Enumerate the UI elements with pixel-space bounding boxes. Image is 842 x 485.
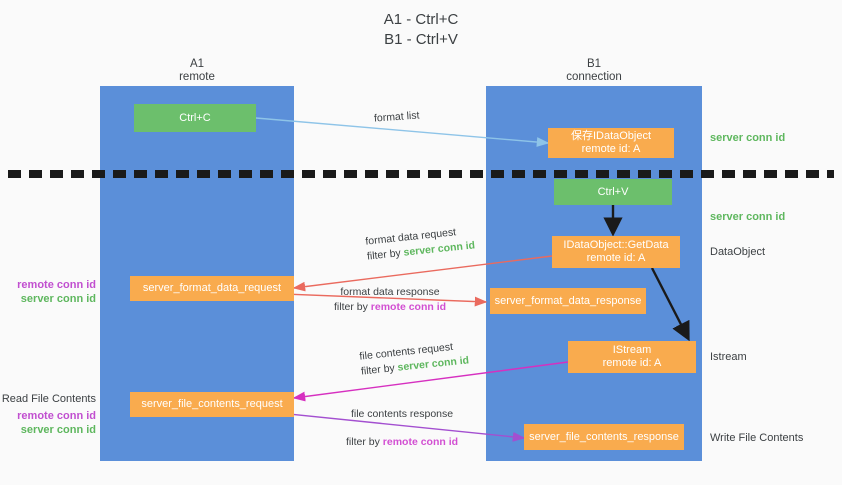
- right-label-data-object: DataObject: [710, 246, 766, 258]
- right-label-server-conn-id-top: server conn id: [710, 132, 786, 144]
- left-label-remote-conn-id-2: remote conn id: [17, 410, 96, 422]
- node-istream[interactable]: IStream remote id: A: [568, 341, 696, 373]
- edge-label-format-data-response-filter: filter by remote conn id: [334, 301, 447, 313]
- left-label-conn-ids-1: remote conn id server conn id: [0, 278, 96, 306]
- edge-label-file-contents-response: file contents response filter by remote …: [346, 407, 458, 450]
- node-ctrl-c[interactable]: Ctrl+C: [134, 104, 256, 132]
- left-label-server-conn-id-2: server conn id: [20, 424, 96, 436]
- edge-label-file-contents-response-filter: filter by remote conn id: [346, 436, 459, 448]
- edge-label-file-contents-response-text: file contents response: [350, 408, 454, 420]
- left-label-read-file-contents-group: Read File Contents remote conn id server…: [0, 392, 96, 437]
- right-label-istream: Istream: [710, 351, 747, 363]
- node-ctrl-v[interactable]: Ctrl+V: [554, 179, 672, 205]
- edge-label-file-contents-request: file contents request filter by server c…: [359, 338, 470, 379]
- node-idataobject-getdata[interactable]: IDataObject::GetData remote id: A: [552, 236, 680, 268]
- page-title: A1 - Ctrl+C B1 - Ctrl+V: [383, 11, 459, 48]
- column-header-b1: B1 connection: [566, 58, 622, 83]
- node-save-idataobject[interactable]: 保存IDataObject remote id: A: [548, 128, 674, 158]
- left-label-read-file-contents: Read File Contents: [1, 393, 96, 405]
- node-server-format-data-response[interactable]: server_format_data_response: [490, 288, 646, 314]
- right-label-server-conn-id-mid: server conn id: [710, 211, 786, 223]
- edge-label-format-data-response: format data response filter by remote co…: [334, 285, 446, 315]
- edge-label-format-data-request: format data request filter by server con…: [365, 223, 476, 264]
- left-label-server-conn-id-1: server conn id: [20, 293, 96, 305]
- node-server-file-contents-request[interactable]: server_file_contents_request: [130, 392, 294, 417]
- node-server-format-data-request[interactable]: server_format_data_request: [130, 276, 294, 301]
- left-label-remote-conn-id-1: remote conn id: [17, 279, 96, 291]
- token-remote-conn-id: remote conn id: [370, 301, 447, 313]
- token-remote-conn-id: remote conn id: [382, 436, 459, 448]
- right-label-write-file-contents: Write File Contents: [710, 432, 804, 444]
- edge-label-format-data-response-text: format data response: [340, 286, 440, 298]
- column-header-a1: A1 remote: [179, 58, 215, 83]
- edge-label-format-list: format list: [373, 109, 420, 125]
- node-server-file-contents-response[interactable]: server_file_contents_response: [524, 424, 684, 450]
- phase-divider: [8, 170, 834, 178]
